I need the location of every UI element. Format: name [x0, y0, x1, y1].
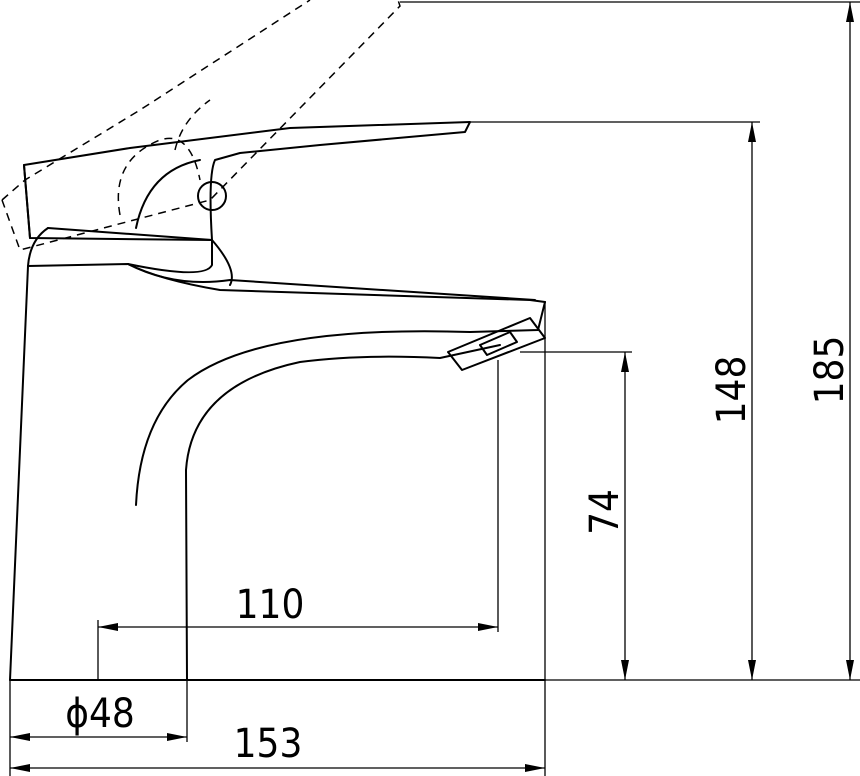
lever-outline: [23, 121, 471, 241]
arrow-48-left: [10, 733, 30, 741]
arrow-110-left: [98, 623, 118, 631]
dimension-lines: [9, 1, 860, 776]
arrow-74-bottom: [621, 660, 629, 680]
arrow-148-bottom: [748, 660, 756, 680]
spout-upper: [135, 301, 546, 506]
lever-inner-curve: [135, 159, 201, 229]
aerator-inner: [479, 331, 518, 356]
lever-open-inner: [117, 137, 201, 216]
body-dome: [27, 227, 49, 267]
lever-handle: [23, 121, 471, 286]
arrow-48-right: [167, 733, 187, 741]
label-lever-height: 148: [709, 356, 755, 425]
arrow-74-top: [621, 352, 629, 372]
cartridge-curve: [211, 239, 233, 286]
pivot-pin: [197, 181, 227, 211]
cartridge-cap: [47, 227, 213, 274]
lever-open-position: [1, 0, 401, 251]
label-outlet-height: 74: [582, 489, 628, 535]
arrow-110-right: [478, 623, 498, 631]
arrow-185-top: [846, 2, 854, 22]
lever-open-curve: [174, 99, 211, 151]
spout-lower: [185, 344, 501, 681]
label-overall-height: 185: [807, 336, 853, 405]
label-overall-length: 153: [234, 721, 303, 767]
body-left-edge: [9, 265, 29, 681]
lever-open-outline: [1, 0, 401, 251]
lever-back-edge: [23, 164, 31, 239]
arrow-153-right: [525, 764, 545, 772]
label-spout-reach: 110: [236, 582, 305, 628]
arrow-185-bottom: [846, 660, 854, 680]
label-base-diameter: ϕ48: [65, 691, 135, 737]
neck-inner-curve: [127, 263, 536, 301]
lever-open-top: [1, 0, 311, 201]
arrow-153-left: [10, 764, 30, 772]
aerator-outlet: [447, 317, 546, 371]
dimension-labels: 110 153 ϕ48 74 148 185: [65, 336, 853, 767]
arrow-148-top: [748, 122, 756, 142]
